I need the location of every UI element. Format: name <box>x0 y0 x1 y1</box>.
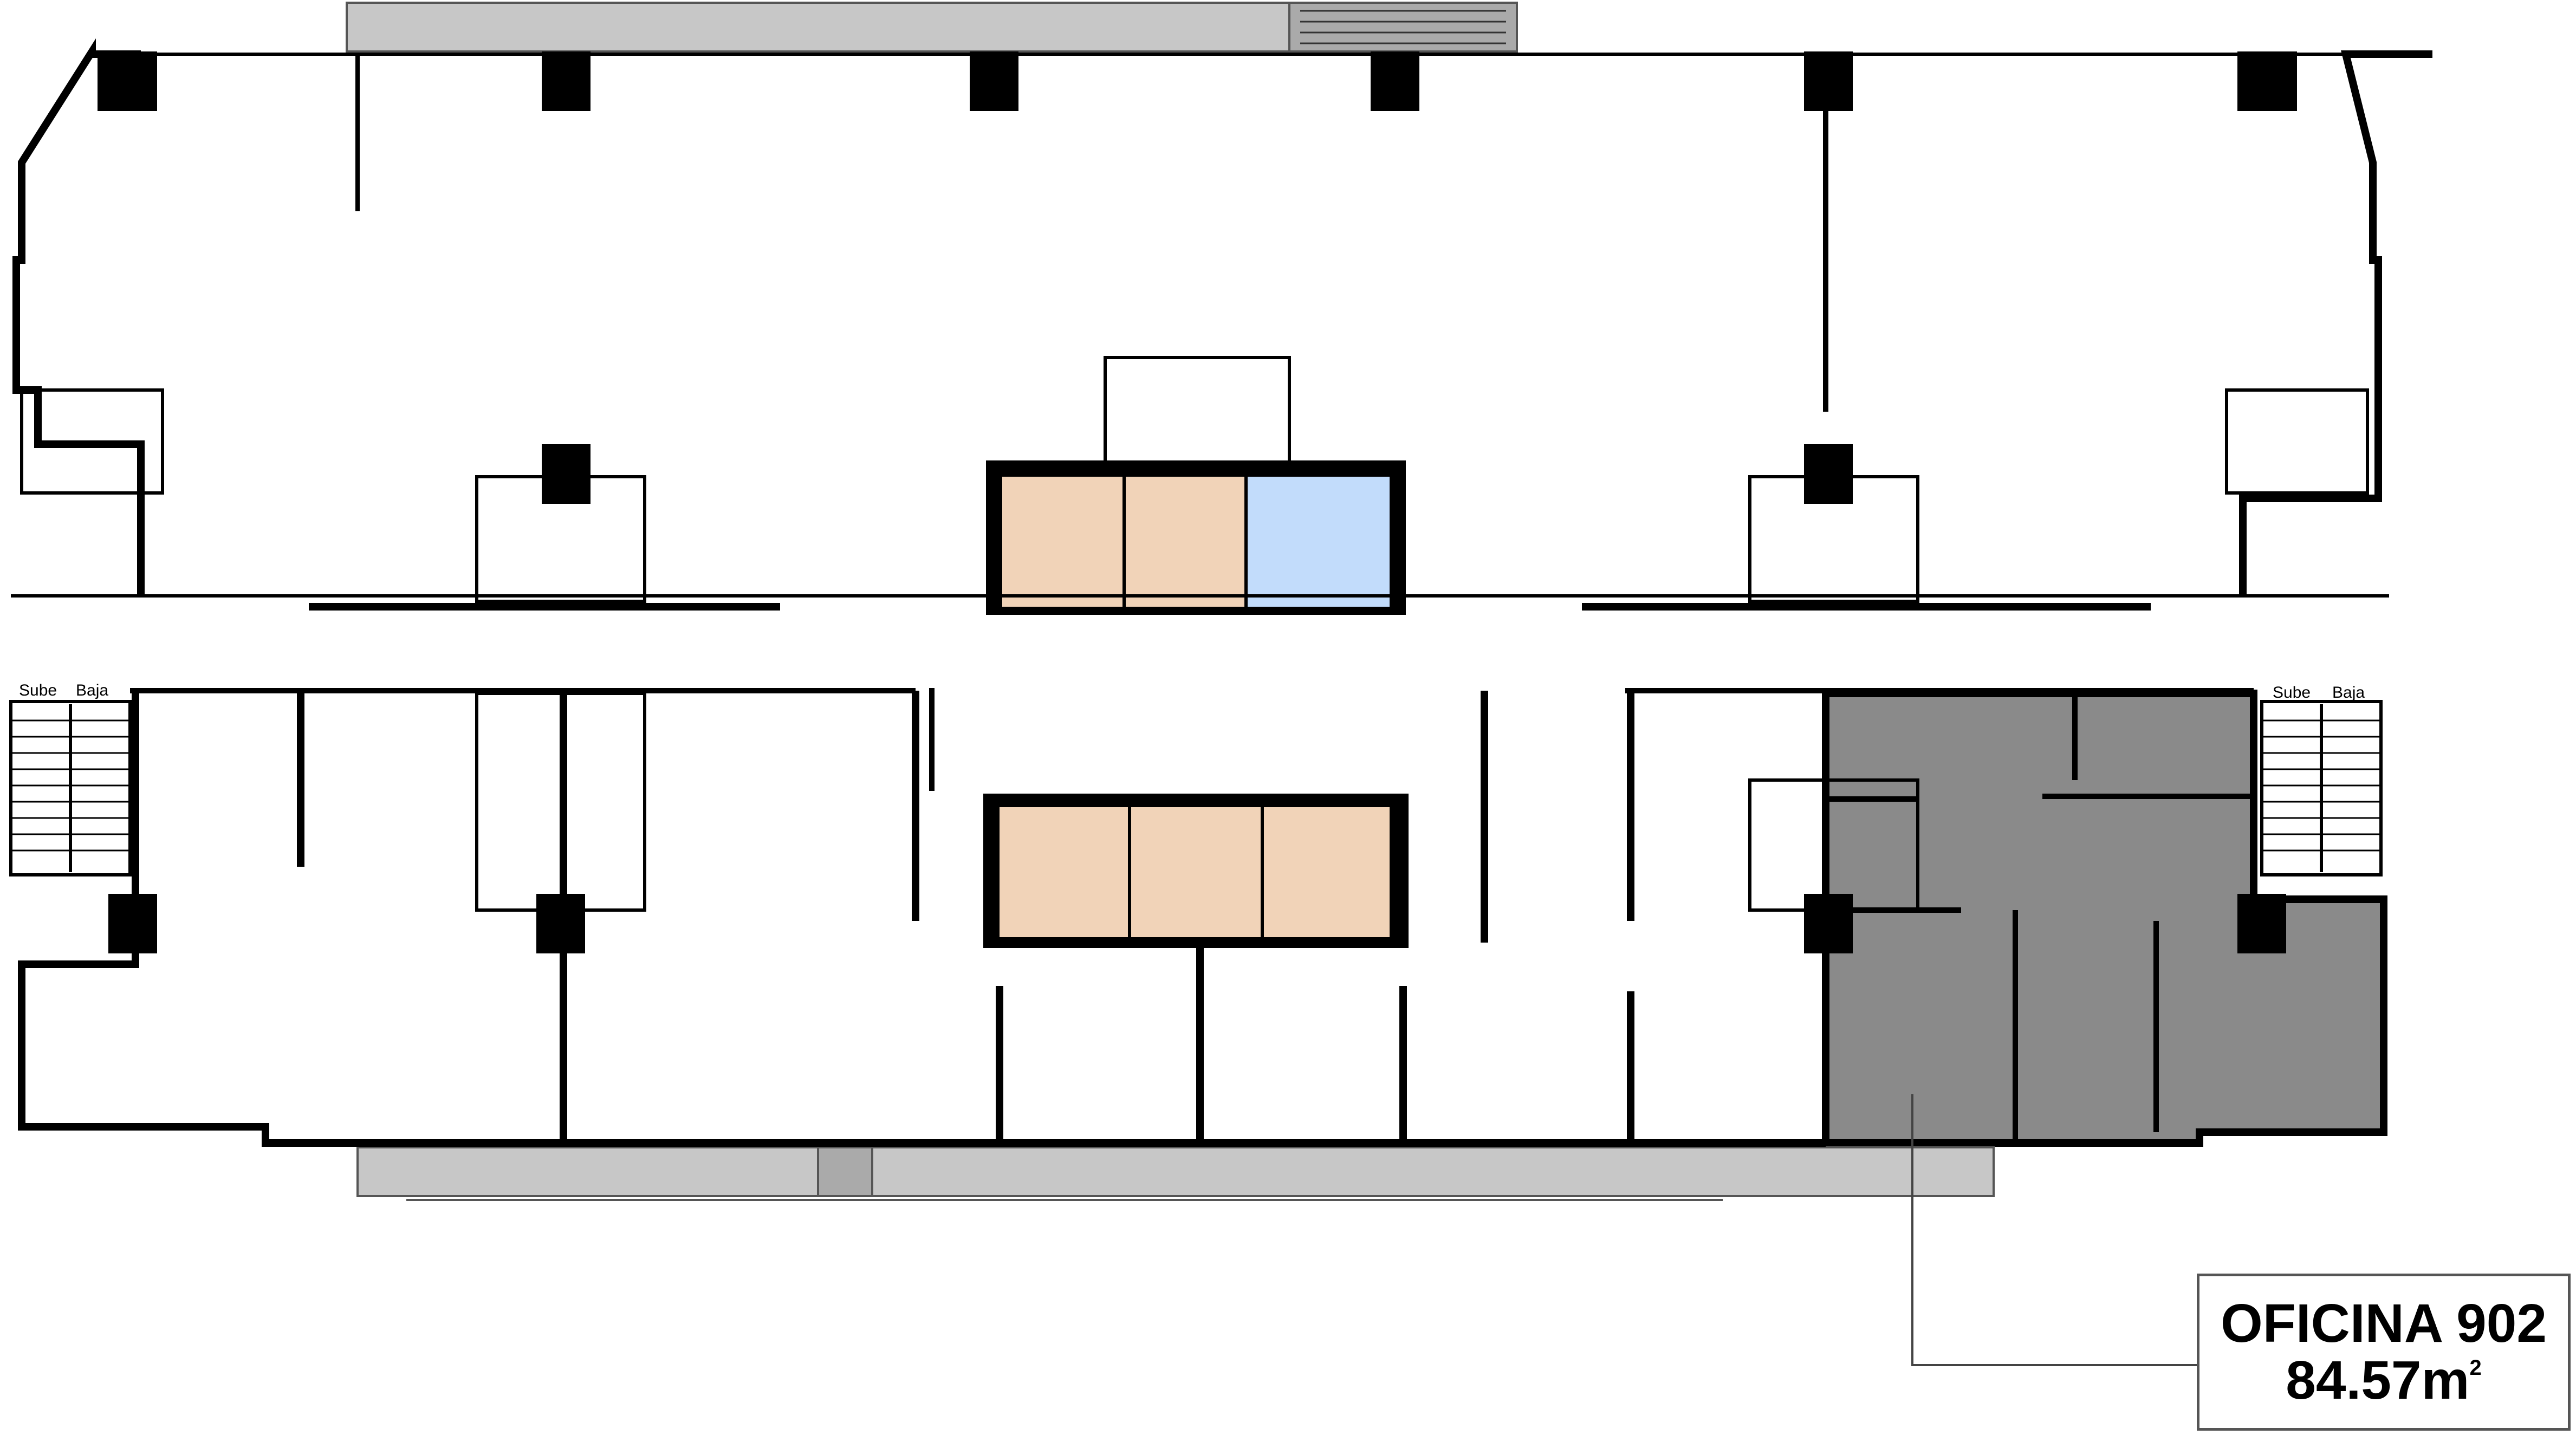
office-area-value: 84.57m <box>2286 1350 2470 1411</box>
walls <box>11 38 2432 1147</box>
balcony-bottom <box>356 1146 1995 1201</box>
office-title: OFICINA 902 <box>2220 1293 2547 1354</box>
office-callout-box: OFICINA 902 84.57m2 <box>2197 1274 2571 1431</box>
restrooms <box>20 356 2369 912</box>
stairwell-right <box>2260 700 2383 876</box>
structural-columns <box>98 51 2297 953</box>
stair-right-down-label: Baja <box>2332 684 2365 702</box>
stair-left-up-label: Sube <box>19 681 57 699</box>
callout-leader-line <box>1911 1094 2197 1366</box>
office-area: 84.57m2 <box>2286 1352 2481 1409</box>
elevator-core-top <box>986 460 1406 615</box>
stair-left-down-label: Baja <box>76 681 109 699</box>
office-902-highlight[interactable] <box>1822 690 2387 1147</box>
office-area-unit: 2 <box>2469 1356 2482 1380</box>
stairwell-left <box>9 700 132 876</box>
balcony-top <box>346 2 1518 53</box>
stair-right-up-label: Sube <box>2273 684 2311 702</box>
elevator-core-bottom <box>983 794 1409 948</box>
